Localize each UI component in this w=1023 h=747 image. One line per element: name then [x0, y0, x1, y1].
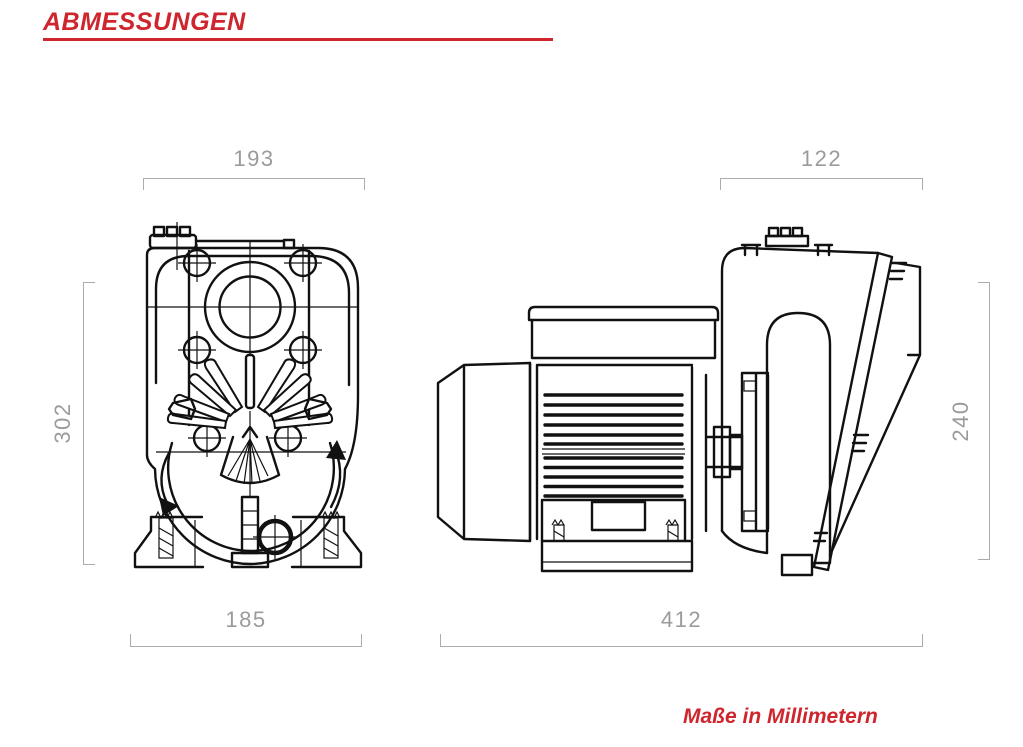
- side-hub-bolt-right: [303, 397, 333, 421]
- dimension-label-240: 240: [948, 400, 973, 442]
- rotation-arrow-right: [326, 440, 346, 509]
- suction-port-flange: [203, 260, 297, 410]
- terminal-box: [527, 305, 720, 360]
- top-filler-cap: [148, 222, 296, 270]
- dimension-label-185: 185: [225, 607, 267, 632]
- shaft-column: [230, 495, 270, 569]
- impeller-blades: [166, 358, 334, 430]
- dimension-bracket-240: [978, 282, 990, 560]
- pump-casing-front: [145, 242, 360, 566]
- title-underline: [43, 38, 553, 41]
- dimension-label-193: 193: [233, 146, 275, 171]
- pump-side-view-drawing: [436, 226, 922, 577]
- lower-diffuser-cone: [219, 425, 281, 485]
- adapter-flange: [740, 371, 770, 533]
- dimension-bracket-193: [143, 178, 365, 190]
- dimension-label-122: 122: [800, 146, 843, 171]
- pump-front-view-drawing: [133, 222, 363, 569]
- drain-plug: [253, 515, 297, 559]
- motor-fan-cover: [436, 361, 532, 543]
- unit-note: Maße in Millimetern: [683, 705, 878, 728]
- pump-casing-side: [720, 246, 922, 577]
- dimension-bracket-122: [720, 178, 923, 190]
- dimension-bracket-302: [83, 282, 95, 565]
- motor-body: [528, 361, 694, 573]
- mounting-foot-left: [133, 510, 205, 569]
- mounting-foot-right: [290, 510, 363, 569]
- dimension-bracket-185: [130, 634, 362, 647]
- dimension-label-302: 302: [50, 402, 75, 444]
- dimension-bracket-412: [440, 634, 923, 647]
- casing-filler-cap: [740, 226, 834, 257]
- page-title: ABMESSUNGEN: [43, 8, 246, 36]
- dimension-label-412: 412: [660, 607, 703, 632]
- side-hub-bolt-left: [167, 397, 197, 421]
- shaft-coupling: [704, 373, 744, 533]
